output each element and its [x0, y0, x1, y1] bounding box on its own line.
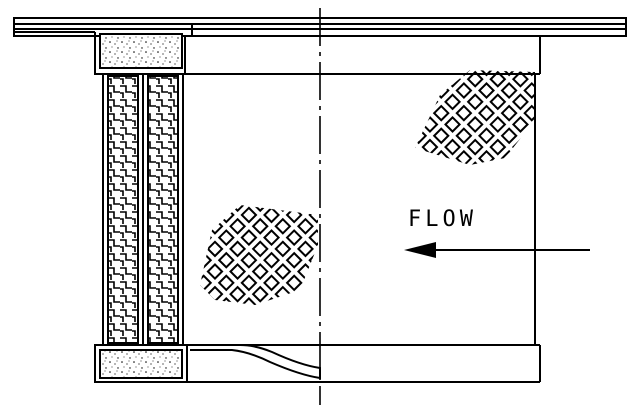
mesh-section-upper	[415, 70, 535, 165]
mesh-section-lower	[200, 205, 318, 305]
drain-groove	[190, 344, 321, 380]
flow-label: FLOW	[408, 207, 477, 232]
flow-arrow	[404, 242, 590, 258]
filter-media-column	[102, 73, 184, 346]
top-seal-block	[94, 24, 193, 75]
bottom-seal-block	[94, 344, 188, 383]
